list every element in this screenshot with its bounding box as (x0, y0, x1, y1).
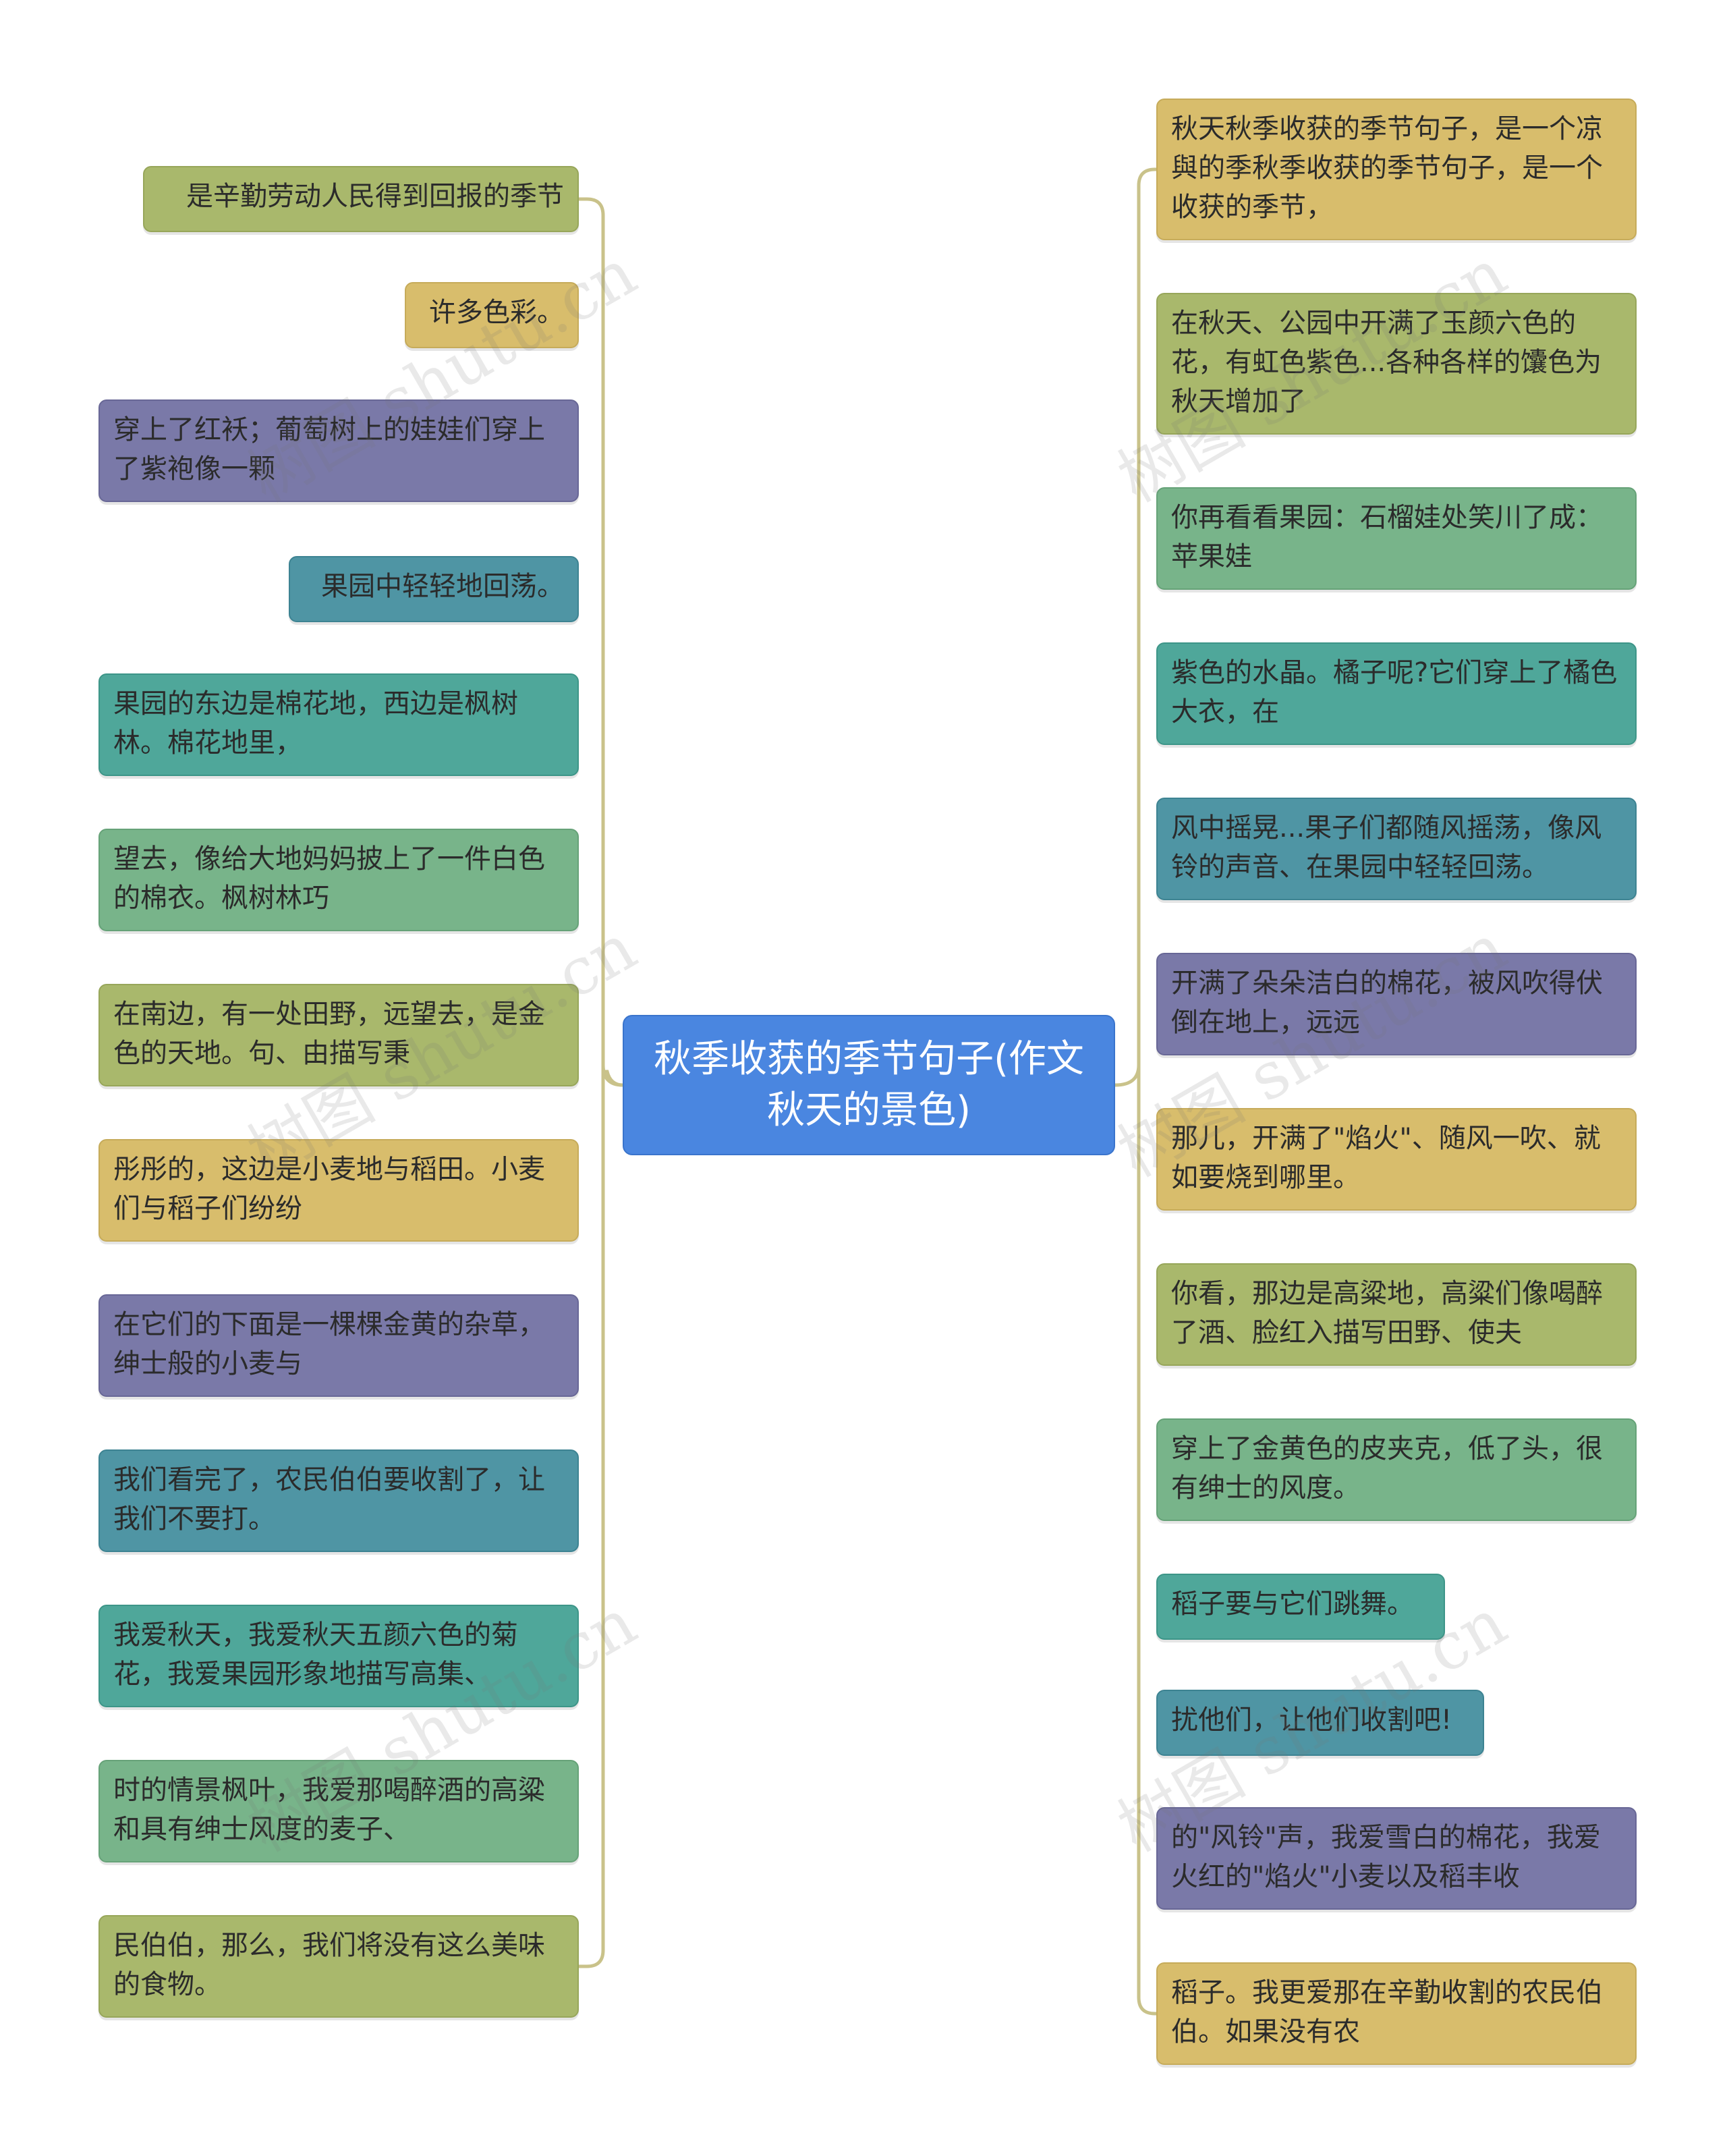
left-topic-label: 民伯伯，那么，我们将没有这么美味的食物。 (113, 1930, 545, 2000)
right-topic-label: 在秋天、公园中开满了玉颜六色的花，有虹色紫色...各种各样的馕色为秋天增加了 (1171, 308, 1602, 417)
left-topic-label: 在它们的下面是一棵棵金黄的杂草，绅士般的小麦与 (113, 1309, 545, 1379)
right-topic-node[interactable]: 穿上了金黄色的皮夹克，低了头，很有绅士的风度。 (1156, 1418, 1637, 1521)
right-topic-label: 稻子要与它们跳舞。 (1171, 1588, 1414, 1620)
left-connector-spine-top (577, 197, 605, 1087)
right-topic-node[interactable]: 紫色的水晶。橘子呢?它们穿上了橘色大衣，在 (1156, 642, 1637, 745)
left-topic-label: 是辛勤劳动人民得到回报的季节 (186, 181, 564, 212)
left-topic-node[interactable]: 许多色彩。 (405, 282, 579, 348)
left-topic-node[interactable]: 果园的东边是棉花地，西边是枫树林。棉花地里， (98, 673, 579, 776)
left-topic-label: 果园的东边是棉花地，西边是枫树林。棉花地里， (113, 688, 518, 758)
left-topic-node[interactable]: 我爱秋天，我爱秋天五颜六色的菊花，我爱果园形象地描写高集、 (98, 1605, 579, 1707)
right-topic-label: 的"风铃"声，我爱雪白的棉花，我爱火红的"焰火"小麦以及稻丰收 (1171, 1822, 1601, 1892)
right-connector-curve (1113, 1063, 1141, 1087)
left-topic-node[interactable]: 穿上了红袄；葡萄树上的娃娃们穿上了紫袍像一颗 (98, 399, 579, 502)
left-topic-node[interactable]: 时的情景枫叶，我爱那喝醉酒的高粱和具有绅士风度的麦子、 (98, 1760, 579, 1862)
right-topic-node[interactable]: 风中摇晃...果子们都随风摇荡，像风铃的声音、在果园中轻轻回荡。 (1156, 798, 1637, 900)
right-topic-label: 秋天秋季收获的季节句子，是一个凉與的季秋季收获的季节句子，是一个收获的季节， (1171, 113, 1603, 223)
right-topic-label: 开满了朵朵洁白的棉花，被风吹得伏倒在地上，远远 (1171, 968, 1603, 1038)
right-topic-label: 紫色的水晶。橘子呢?它们穿上了橘色大衣，在 (1171, 657, 1618, 727)
left-topic-label: 果园中轻轻地回荡。 (321, 571, 564, 602)
right-topic-node[interactable]: 的"风铃"声，我爱雪白的棉花，我爱火红的"焰火"小麦以及稻丰收 (1156, 1807, 1637, 1910)
right-connector-spine-bottom (1137, 1083, 1158, 2016)
right-topic-label: 那儿，开满了"焰火"、随风一吹、就如要烧到哪里。 (1171, 1123, 1601, 1193)
right-topic-label: 风中摇晃...果子们都随风摇荡，像风铃的声音、在果园中轻轻回荡。 (1171, 812, 1602, 883)
left-topic-node[interactable]: 彤彤的，这边是小麦地与稻田。小麦们与稻子们纷纷 (98, 1139, 579, 1242)
central-topic-label: 秋季收获的季节句子(作文秋天的景色) (654, 1037, 1084, 1132)
right-connector-spine-top (1137, 167, 1158, 1087)
right-topic-node[interactable]: 那儿，开满了"焰火"、随风一吹、就如要烧到哪里。 (1156, 1108, 1637, 1211)
right-topic-label: 你看，那边是高粱地，高粱们像喝醉了酒、脸红入描写田野、使夫 (1171, 1278, 1603, 1348)
right-topic-label: 穿上了金黄色的皮夹克，低了头，很有绅士的风度。 (1171, 1433, 1603, 1503)
right-topic-node[interactable]: 你再看看果园：石榴娃处笑川了成：苹果娃 (1156, 487, 1637, 590)
left-topic-node[interactable]: 望去，像给大地妈妈披上了一件白色的棉衣。枫树林巧 (98, 829, 579, 931)
right-topic-label: 扰他们，让他们收割吧! (1171, 1705, 1452, 1736)
left-topic-node[interactable]: 我们看完了，农民伯伯要收割了，让我们不要打。 (98, 1449, 579, 1552)
central-topic[interactable]: 秋季收获的季节句子(作文秋天的景色) (623, 1015, 1115, 1155)
left-connector-curve (601, 1063, 625, 1087)
right-topic-node[interactable]: 开满了朵朵洁白的棉花，被风吹得伏倒在地上，远远 (1156, 953, 1637, 1055)
left-topic-node[interactable]: 是辛勤劳动人民得到回报的季节 (143, 166, 579, 232)
left-topic-node[interactable]: 在它们的下面是一棵棵金黄的杂草，绅士般的小麦与 (98, 1294, 579, 1397)
left-topic-label: 我爱秋天，我爱秋天五颜六色的菊花，我爱果园形象地描写高集、 (113, 1620, 518, 1690)
right-topic-node[interactable]: 在秋天、公园中开满了玉颜六色的花，有虹色紫色...各种各样的馕色为秋天增加了 (1156, 293, 1637, 435)
right-topic-label: 你再看看果园：石榴娃处笑川了成：苹果娃 (1171, 502, 1603, 572)
right-topic-node[interactable]: 你看，那边是高粱地，高粱们像喝醉了酒、脸红入描写田野、使夫 (1156, 1263, 1637, 1366)
left-connector-spine-bottom (577, 1083, 605, 1968)
left-topic-node[interactable]: 民伯伯，那么，我们将没有这么美味的食物。 (98, 1915, 579, 2018)
left-topic-node[interactable]: 在南边，有一处田野，远望去，是金色的天地。句、由描写秉 (98, 984, 579, 1086)
right-topic-node[interactable]: 稻子。我更爱那在辛勤收割的农民伯伯。如果没有农 (1156, 1962, 1637, 2065)
left-topic-label: 在南边，有一处田野，远望去，是金色的天地。句、由描写秉 (113, 999, 545, 1069)
left-topic-label: 穿上了红袄；葡萄树上的娃娃们穿上了紫袍像一颗 (113, 414, 545, 485)
left-topic-label: 我们看完了，农民伯伯要收割了，让我们不要打。 (113, 1464, 545, 1535)
right-topic-node[interactable]: 扰他们，让他们收割吧! (1156, 1690, 1484, 1756)
right-topic-label: 稻子。我更爱那在辛勤收割的农民伯伯。如果没有农 (1171, 1977, 1603, 2047)
left-topic-label: 彤彤的，这边是小麦地与稻田。小麦们与稻子们纷纷 (113, 1154, 545, 1224)
left-topic-label: 望去，像给大地妈妈披上了一件白色的棉衣。枫树林巧 (113, 844, 545, 914)
left-topic-label: 许多色彩。 (429, 297, 564, 328)
right-topic-node[interactable]: 秋天秋季收获的季节句子，是一个凉與的季秋季收获的季节句子，是一个收获的季节， (1156, 99, 1637, 240)
left-topic-node[interactable]: 果园中轻轻地回荡。 (289, 556, 579, 622)
left-topic-label: 时的情景枫叶，我爱那喝醉酒的高粱和具有绅士风度的麦子、 (113, 1775, 545, 1845)
right-topic-node[interactable]: 稻子要与它们跳舞。 (1156, 1574, 1445, 1640)
